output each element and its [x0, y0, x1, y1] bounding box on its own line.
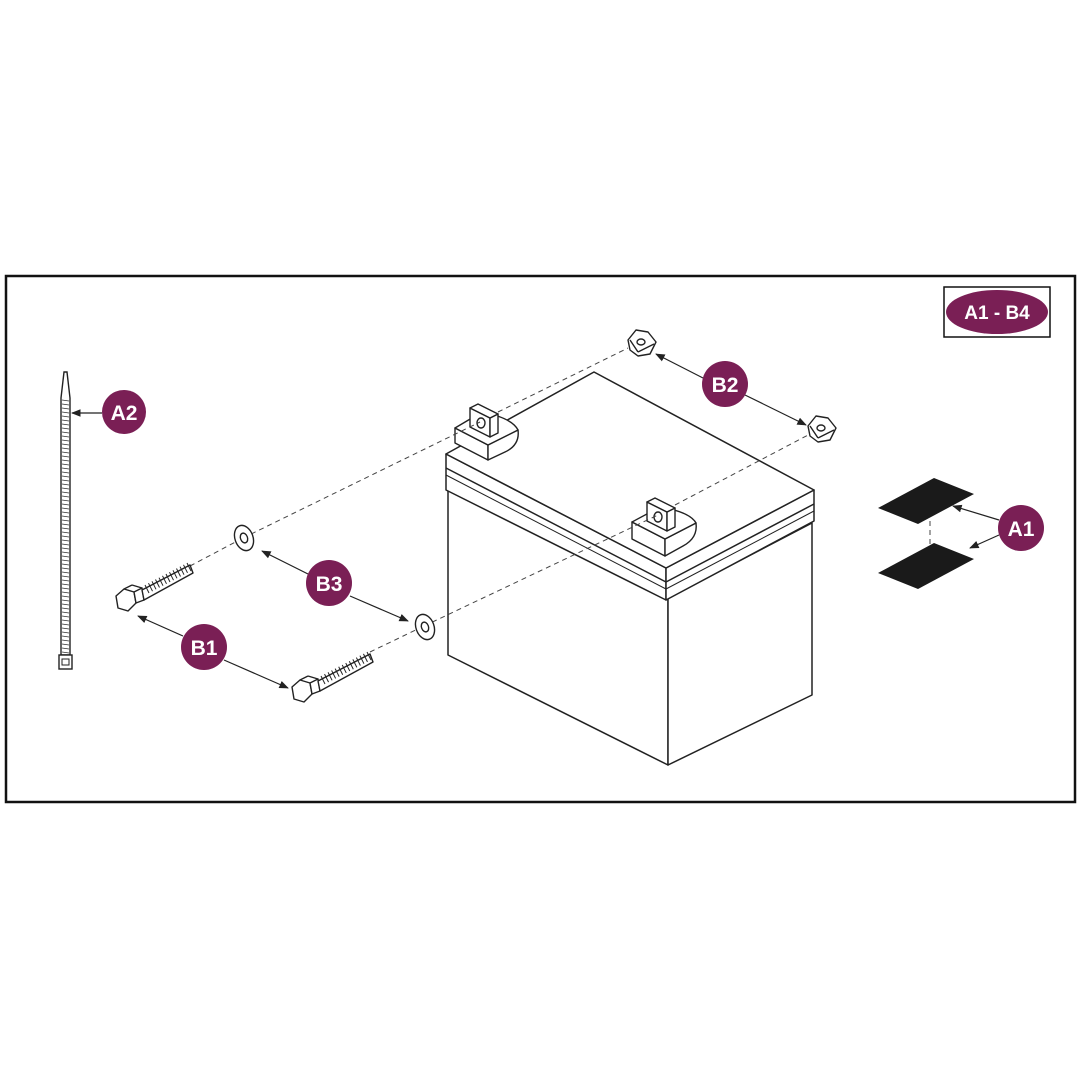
nut	[807, 415, 837, 443]
callout-b1: B1	[181, 624, 227, 670]
washer	[233, 524, 255, 552]
bolt	[115, 562, 194, 612]
battery-terminal	[631, 497, 697, 557]
bolt	[291, 651, 374, 703]
callout-b3-label: B3	[316, 573, 343, 596]
callout-a2-label: A2	[111, 402, 138, 425]
callout-b3: B3	[306, 560, 352, 606]
battery	[445, 371, 815, 766]
cable-tie	[58, 371, 73, 670]
assembly-lines	[189, 347, 931, 653]
battery-terminal	[454, 403, 519, 461]
callout-b2-label: B2	[712, 374, 739, 397]
leader-lines	[71, 353, 1000, 689]
callout-a2: A2	[102, 390, 146, 434]
mounting-pad	[878, 478, 974, 589]
washer	[414, 613, 436, 641]
kit-badge: A1 - B4	[943, 286, 1051, 338]
callout-a1-label: A1	[1008, 518, 1035, 541]
callout-a1: A1	[998, 505, 1044, 551]
nut	[627, 329, 657, 357]
kit-badge-label: A1 - B4	[964, 303, 1030, 324]
callout-b1-label: B1	[191, 637, 218, 660]
callout-b2: B2	[702, 361, 748, 407]
